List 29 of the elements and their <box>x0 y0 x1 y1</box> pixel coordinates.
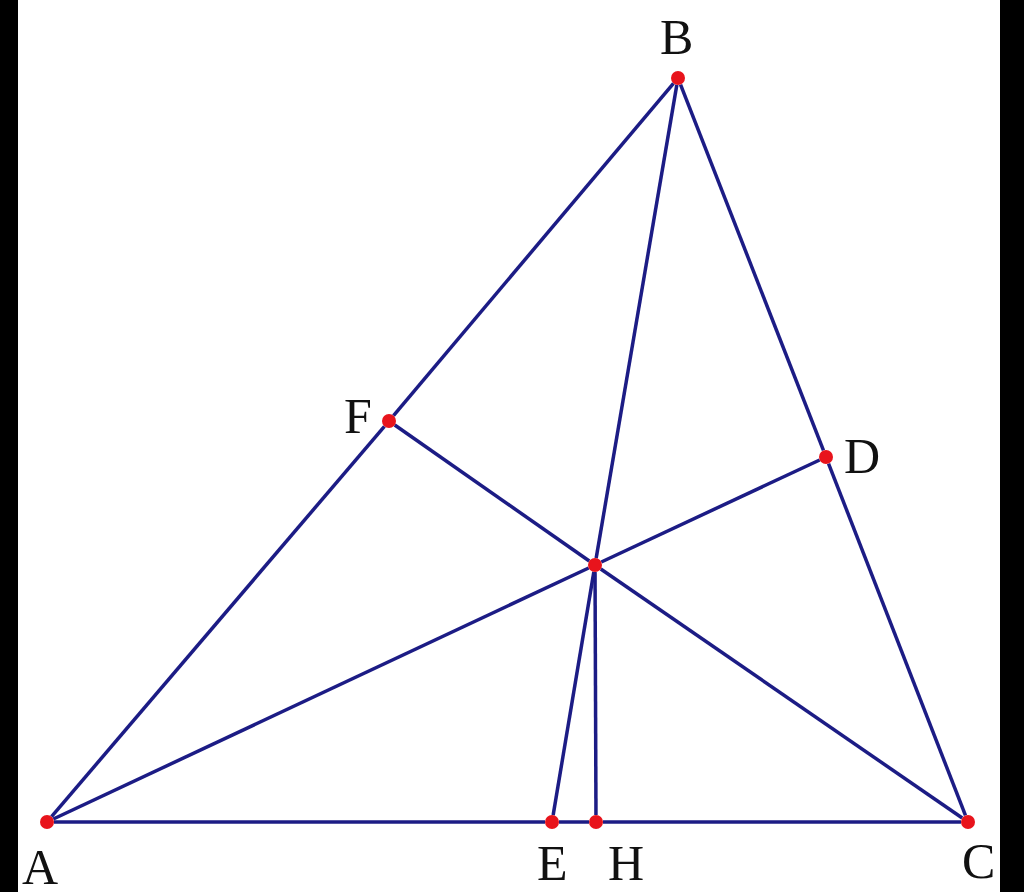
line-segment <box>600 458 821 564</box>
point-dot <box>961 815 975 829</box>
point-dot <box>545 815 559 829</box>
line-segment <box>826 462 968 817</box>
line-segment <box>392 82 675 417</box>
point-label: C <box>962 836 996 886</box>
point-dot <box>40 815 54 829</box>
line-segment <box>551 571 596 816</box>
point-label: A <box>22 842 59 892</box>
line-segment <box>50 425 386 818</box>
line-segment <box>678 83 826 452</box>
line-segment <box>393 423 591 563</box>
point-dot <box>382 414 396 428</box>
line-segment <box>599 567 964 820</box>
point-label: B <box>660 12 694 62</box>
point-label: H <box>608 838 645 888</box>
line-segment <box>594 84 679 559</box>
point-dot <box>671 71 685 85</box>
point-dot <box>819 450 833 464</box>
line-segment <box>559 820 589 824</box>
line-segment <box>52 566 590 821</box>
point-label: F <box>344 391 372 441</box>
line-segment <box>603 820 961 824</box>
point-label: E <box>537 838 568 888</box>
point-label: D <box>844 431 881 481</box>
point-dot <box>588 558 602 572</box>
line-segment <box>54 820 545 824</box>
point-dot <box>589 815 603 829</box>
line-segment <box>593 572 598 815</box>
